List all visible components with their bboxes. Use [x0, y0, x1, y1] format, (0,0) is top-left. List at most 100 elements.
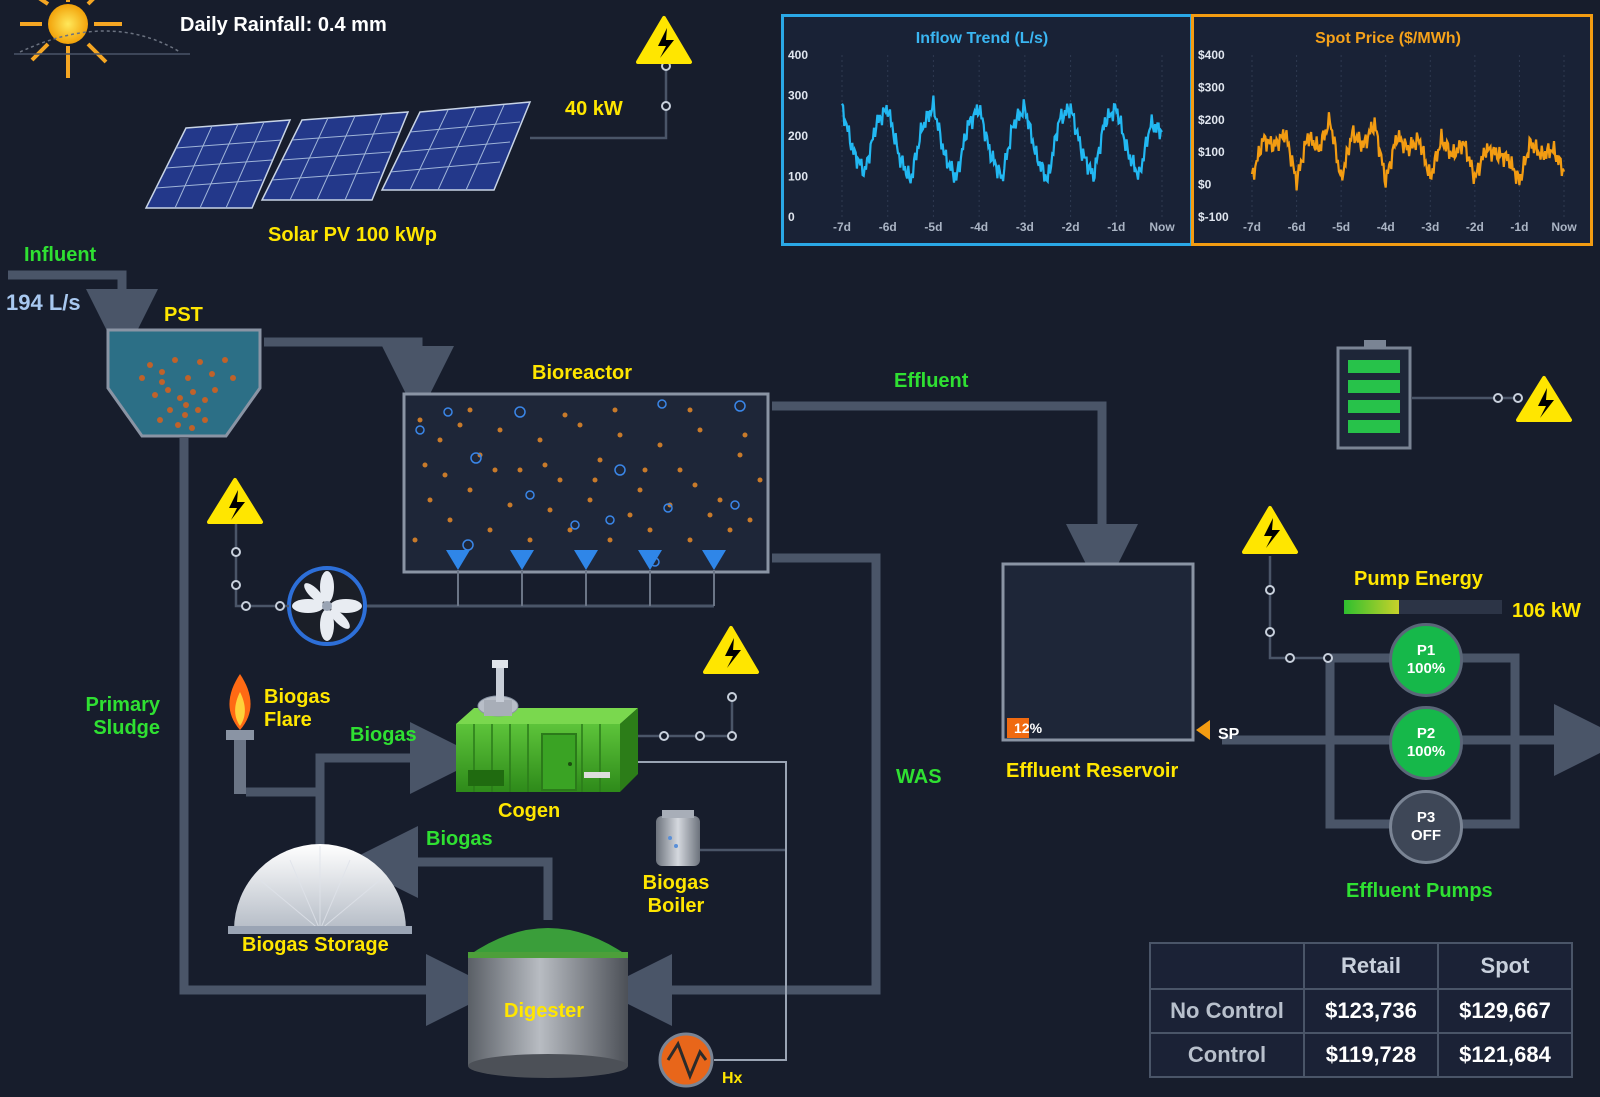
y-tick-label: $400 — [1198, 48, 1225, 62]
reservoir-level-readout: 12% — [1014, 720, 1043, 736]
retail-cost: $119,728 — [1303, 1032, 1439, 1078]
power-hazard-icon — [207, 478, 263, 524]
x-tick-label: -6d — [879, 220, 897, 234]
series-line — [1250, 112, 1566, 191]
chart-title: Inflow Trend (L/s) — [916, 30, 1048, 47]
setpoint-marker-icon — [1196, 720, 1210, 740]
y-tick-label: 400 — [788, 48, 808, 62]
effluent-reservoir-label: Effluent Reservoir — [1006, 760, 1179, 782]
retail-cost: $123,736 — [1303, 988, 1439, 1034]
x-tick-label: -6d — [1288, 220, 1306, 234]
power-hazard-icon — [636, 16, 692, 64]
pump-p3-name: P3 — [1416, 809, 1436, 826]
chart-title: Spot Price ($/MWh) — [1315, 30, 1461, 47]
y-tick-label: $0 — [1198, 178, 1212, 192]
x-tick-label: Now — [1149, 220, 1175, 234]
biogas-boiler-label: Biogas Boiler — [640, 872, 712, 918]
was-label: WAS — [896, 766, 942, 788]
primary-sludge-label: Primary Sludge — [80, 694, 161, 740]
table-header-empty — [1149, 942, 1305, 990]
sun-icon — [14, 0, 190, 78]
pump-energy-readout: 106 kW — [1512, 600, 1581, 622]
blower-fan-icon — [287, 566, 367, 646]
biogas-flare-label: Biogas Flare — [264, 686, 331, 732]
biogas-flare-line2: Flare — [264, 709, 312, 731]
solar-power-readout: 40 kW — [565, 98, 623, 120]
effluent-label: Effluent — [894, 370, 969, 392]
bioreactor-label: Bioreactor — [532, 362, 633, 384]
table-row: No Control $123,736 $129,667 — [1149, 988, 1573, 1034]
spot-cost: $121,684 — [1437, 1032, 1573, 1078]
pump-p2-name: P2 — [1416, 725, 1436, 742]
x-tick-label: -4d — [1377, 220, 1395, 234]
pump-p3-state: OFF — [1411, 827, 1441, 844]
battery-icon — [1336, 340, 1412, 450]
pump-p2-button[interactable]: P2 100% — [1389, 706, 1463, 780]
y-tick-label: $-100 — [1198, 210, 1229, 224]
effluent-reservoir — [1001, 562, 1195, 742]
table-header-retail: Retail — [1303, 942, 1439, 990]
biogas-to-cogen-label: Biogas — [350, 724, 417, 746]
spot-cost: $129,667 — [1437, 988, 1573, 1034]
biogas-flare-icon — [226, 674, 254, 794]
biogas-boiler-line2: Boiler — [647, 895, 705, 917]
biogas-to-storage-label: Biogas — [426, 828, 493, 850]
reservoir-level-fill — [1007, 718, 1029, 738]
pump-energy-fill — [1344, 600, 1400, 614]
pump-p1-state: 100% — [1406, 660, 1446, 677]
row-label: Control — [1149, 1032, 1305, 1078]
rainfall-readout: Daily Rainfall: 0.4 mm — [180, 14, 387, 36]
x-tick-label: -7d — [1243, 220, 1261, 234]
x-tick-label: -2d — [1062, 220, 1080, 234]
reservoir-level-track: 12% — [1007, 718, 1190, 738]
x-tick-label: -7d — [833, 220, 851, 234]
x-tick-label: -5d — [1332, 220, 1350, 234]
pump-p1-name: P1 — [1416, 642, 1436, 659]
bioreactor-tank — [402, 392, 770, 574]
effluent-pumps-label: Effluent Pumps — [1346, 880, 1493, 902]
heat-exchanger-icon — [658, 1032, 714, 1088]
y-tick-label: 100 — [788, 170, 808, 184]
cost-comparison-table: Retail Spot No Control $123,736 $129,667… — [1149, 942, 1573, 1078]
pump-p3-button[interactable]: P3 OFF — [1389, 790, 1463, 864]
y-tick-label: 300 — [788, 89, 808, 103]
y-tick-label: $200 — [1198, 113, 1225, 127]
influent-label: Influent — [24, 244, 97, 266]
hx-label: Hx — [722, 1070, 743, 1087]
biogas-flare-line1: Biogas — [264, 686, 331, 708]
biogas-boiler-line1: Biogas — [642, 872, 710, 894]
biogas-storage-dome — [228, 844, 412, 934]
biogas-storage-label: Biogas Storage — [242, 934, 389, 956]
solar-panels — [144, 101, 532, 209]
cogen-label: Cogen — [498, 800, 561, 822]
x-tick-label: Now — [1551, 220, 1577, 234]
table-header-row: Retail Spot — [1149, 942, 1573, 990]
cogen-unit — [456, 660, 638, 792]
pst-label: PST — [164, 304, 203, 326]
x-tick-label: -3d — [1421, 220, 1439, 234]
x-tick-label: -4d — [970, 220, 988, 234]
digester-tank — [468, 928, 628, 1078]
x-tick-label: -5d — [924, 220, 942, 234]
table-row: Control $119,728 $121,684 — [1149, 1032, 1573, 1078]
pump-energy-bar — [1344, 600, 1502, 614]
pump-p2-state: 100% — [1406, 743, 1446, 760]
x-tick-label: -1d — [1510, 220, 1528, 234]
x-tick-label: -1d — [1107, 220, 1125, 234]
primary-sludge-line2: Sludge — [93, 717, 160, 739]
digester-label: Digester — [504, 1000, 585, 1022]
series-line — [841, 95, 1163, 185]
setpoint-label: SP — [1218, 726, 1240, 743]
x-tick-label: -2d — [1466, 220, 1484, 234]
primary-settling-tank — [106, 328, 262, 438]
x-tick-label: -3d — [1016, 220, 1034, 234]
primary-sludge-line1: Primary — [85, 694, 161, 716]
power-hazard-icon — [1242, 506, 1298, 554]
table-header-spot: Spot — [1437, 942, 1573, 990]
solar-pv-label: Solar PV 100 kWp — [268, 224, 437, 246]
pump-p1-button[interactable]: P1 100% — [1389, 623, 1463, 697]
